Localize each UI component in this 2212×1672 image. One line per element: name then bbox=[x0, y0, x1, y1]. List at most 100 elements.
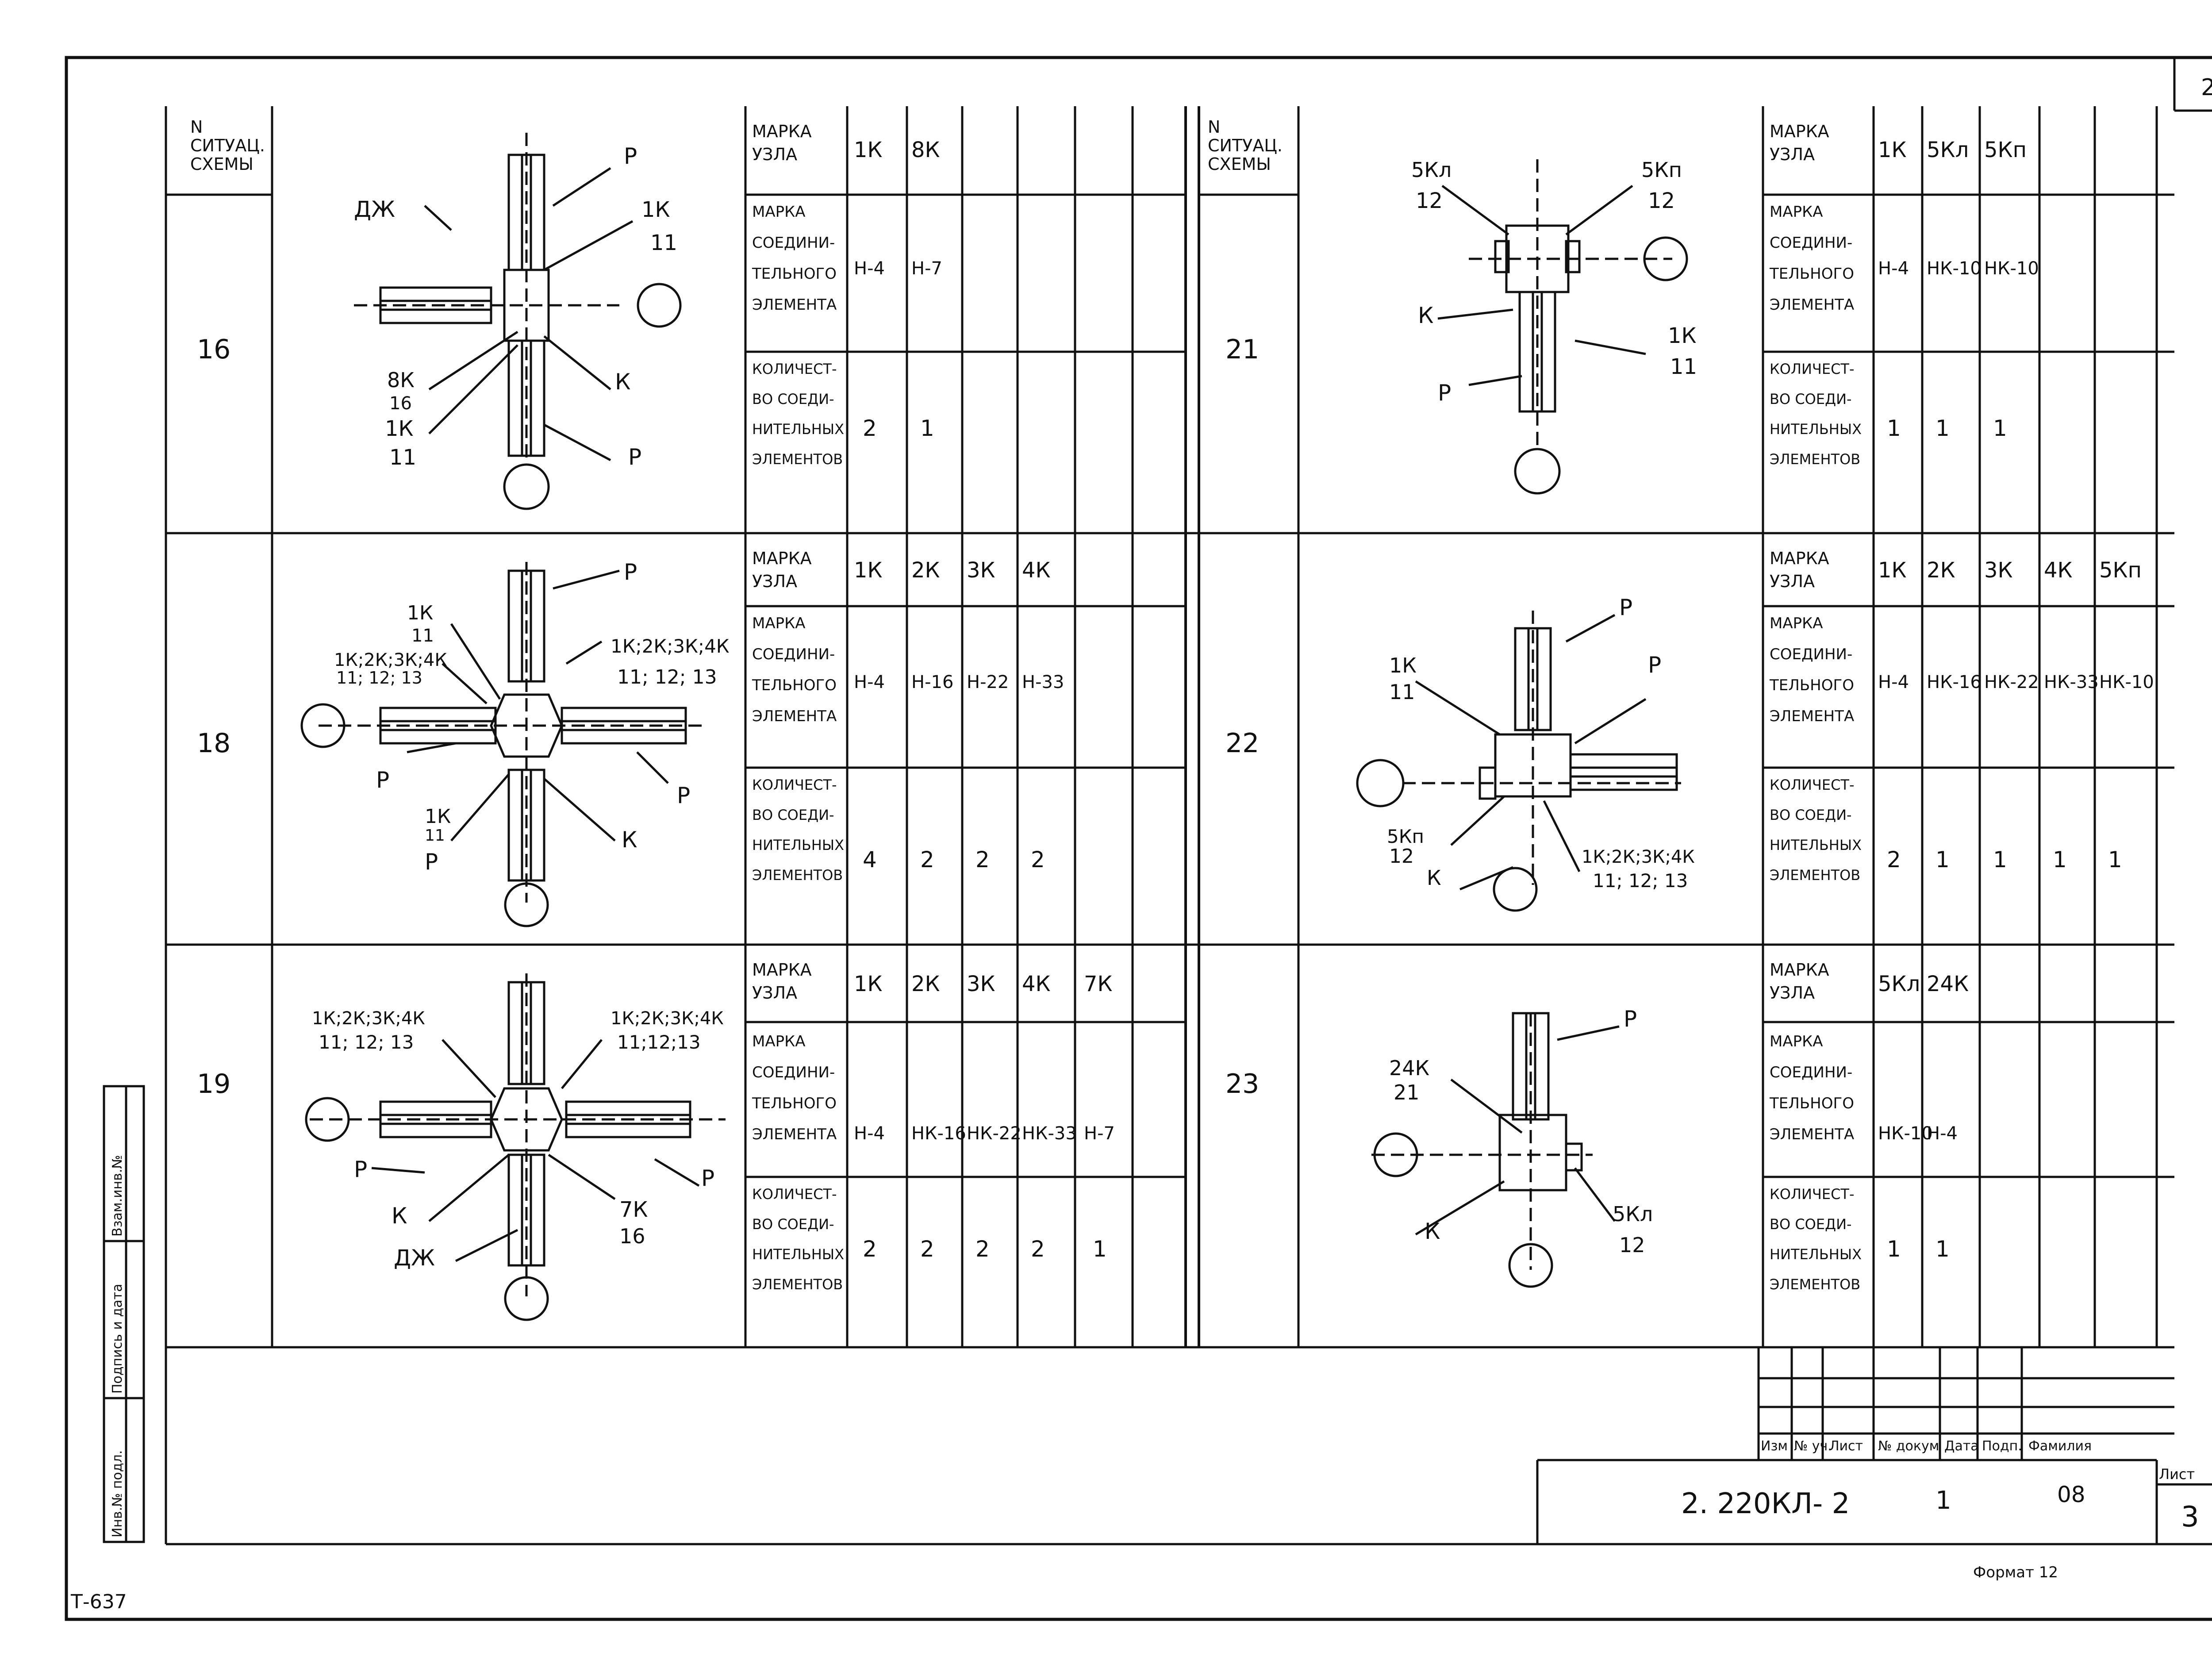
column-label: ЭЛЕМЕНТА bbox=[1770, 1126, 1854, 1143]
column-label: МАРКА bbox=[752, 122, 812, 141]
column-element bbox=[507, 769, 545, 882]
callout-number: 1К bbox=[641, 197, 670, 222]
label-dzh: ДЖ bbox=[394, 1245, 435, 1271]
column-label: МАРКА bbox=[752, 960, 812, 980]
situation-number: 18 bbox=[197, 728, 230, 759]
connector-mark: НК-22 bbox=[967, 1123, 1022, 1144]
node-mark: 7К bbox=[1084, 972, 1113, 996]
label-r: Р bbox=[628, 444, 641, 470]
label-r: Р bbox=[624, 559, 637, 585]
connector-mark: НК-33 bbox=[1022, 1123, 1077, 1144]
callout-number: 24К bbox=[1389, 1056, 1429, 1080]
axis-circle bbox=[1373, 1132, 1418, 1177]
node-mark: 8К bbox=[911, 138, 940, 162]
column-label: СХЕМЫ bbox=[1208, 154, 1271, 174]
column-label: МАРКА bbox=[1770, 615, 1823, 632]
column-label: МАРКА bbox=[752, 203, 806, 221]
leader-line bbox=[1557, 1025, 1620, 1041]
connector-count: 4 bbox=[863, 847, 877, 873]
callout-number: 1К;2К;3К;4К bbox=[1582, 847, 1695, 867]
column-label: ЭЛЕМЕНТОВ bbox=[1770, 867, 1860, 884]
title-block-header: Подп. bbox=[1982, 1438, 2022, 1454]
leader-line bbox=[548, 1153, 616, 1200]
column-label: МАРКА bbox=[1770, 203, 1823, 221]
leader-line bbox=[455, 1229, 518, 1262]
connector-mark: Н-7 bbox=[1084, 1123, 1115, 1144]
callout-number: 1К;2К;3К;4К bbox=[312, 1008, 425, 1029]
label-r: Р bbox=[677, 783, 690, 808]
leader-line bbox=[636, 751, 669, 784]
callout-number: 1К bbox=[1668, 323, 1697, 348]
callout-number: 5Кл bbox=[1613, 1202, 1653, 1226]
side-plate bbox=[1565, 240, 1581, 273]
title-block-header: Дата bbox=[1944, 1438, 1979, 1454]
callout-number: 8К bbox=[387, 368, 415, 392]
label-k: К bbox=[615, 369, 631, 395]
leader-line bbox=[1415, 1180, 1505, 1236]
beam-element bbox=[565, 1100, 691, 1138]
column-label: МАРКА bbox=[1770, 122, 1829, 141]
node-mark: 2К bbox=[911, 972, 940, 996]
connector-count: 1 bbox=[1993, 847, 2007, 873]
label-r: Р bbox=[1648, 652, 1661, 678]
leader-line bbox=[450, 773, 510, 842]
leader-line bbox=[1459, 866, 1513, 891]
column-element bbox=[507, 569, 545, 683]
leader-line bbox=[1574, 698, 1647, 745]
title-block-header: № уч. bbox=[1794, 1438, 1832, 1454]
callout-number: 5Кп bbox=[1387, 826, 1424, 847]
column-label: ВО СОЕДИ- bbox=[1770, 391, 1852, 407]
node-mark: 4К bbox=[1022, 972, 1051, 996]
outer-frame bbox=[65, 56, 2212, 1621]
leader-line bbox=[428, 344, 518, 434]
label-k: К bbox=[622, 827, 637, 853]
column-label: МАРКА bbox=[752, 549, 812, 568]
connector-mark: НК-10 bbox=[1927, 258, 1982, 279]
node-block bbox=[503, 269, 550, 342]
connector-count: 1 bbox=[1993, 415, 2007, 441]
connector-mark: Н-4 bbox=[1878, 258, 1909, 279]
situation-number: 19 bbox=[197, 1069, 230, 1099]
beam-element bbox=[379, 707, 497, 745]
connector-mark: Н-22 bbox=[967, 672, 1009, 692]
label-r: Р bbox=[1624, 1006, 1637, 1032]
leader-line bbox=[565, 640, 603, 665]
connector-mark: Н-7 bbox=[911, 258, 942, 279]
column-label: ЭЛЕМЕНТОВ bbox=[752, 451, 843, 468]
connector-count: 2 bbox=[975, 1236, 990, 1262]
leader-line bbox=[552, 167, 611, 207]
callout-number: 5Кл bbox=[1411, 158, 1452, 182]
axis-circle bbox=[305, 1097, 350, 1142]
callout-detail: 12 bbox=[1619, 1233, 1645, 1257]
side-stamp-strip bbox=[103, 1085, 145, 1543]
callout-detail: 11; 12; 13 bbox=[617, 666, 717, 688]
label-k: К bbox=[392, 1203, 407, 1229]
callout-detail: 11; 12; 13 bbox=[319, 1031, 414, 1053]
column-label: СОЕДИНИ- bbox=[1770, 646, 1852, 663]
column-label: КОЛИЧЕСТ- bbox=[752, 1186, 837, 1203]
callout-detail: 11;12;13 bbox=[617, 1031, 701, 1053]
column-label: СОЕДИНИ- bbox=[752, 646, 835, 663]
connector-count: 1 bbox=[1936, 847, 1950, 873]
callout-detail: 11 bbox=[1389, 680, 1415, 704]
column-element bbox=[507, 981, 545, 1085]
title-block-header: Лист bbox=[1829, 1438, 1863, 1454]
axis-circle bbox=[1493, 867, 1538, 912]
column-label: КОЛИЧЕСТ- bbox=[752, 361, 837, 377]
leader-line bbox=[450, 623, 501, 700]
column-label: ЭЛЕМЕНТА bbox=[1770, 707, 1854, 725]
node-mark: 4К bbox=[1022, 558, 1051, 583]
label-r: Р bbox=[425, 849, 438, 875]
leader-line bbox=[1574, 1167, 1616, 1222]
column-label: СОЕДИНИ- bbox=[1770, 1064, 1852, 1081]
node-mark: 5Кл bbox=[1927, 138, 1969, 162]
connector-count: 1 bbox=[1887, 415, 1901, 441]
label-dzh: ДЖ bbox=[354, 196, 395, 222]
title-block-header: № докум bbox=[1878, 1438, 1939, 1454]
connector-mark: НК-10 bbox=[2099, 672, 2154, 692]
side-plate bbox=[1494, 240, 1510, 273]
connector-count: 2 bbox=[863, 1236, 877, 1262]
leader-line bbox=[543, 778, 616, 842]
page-number: 21 bbox=[2201, 74, 2212, 101]
column-label: N bbox=[1208, 117, 1220, 137]
